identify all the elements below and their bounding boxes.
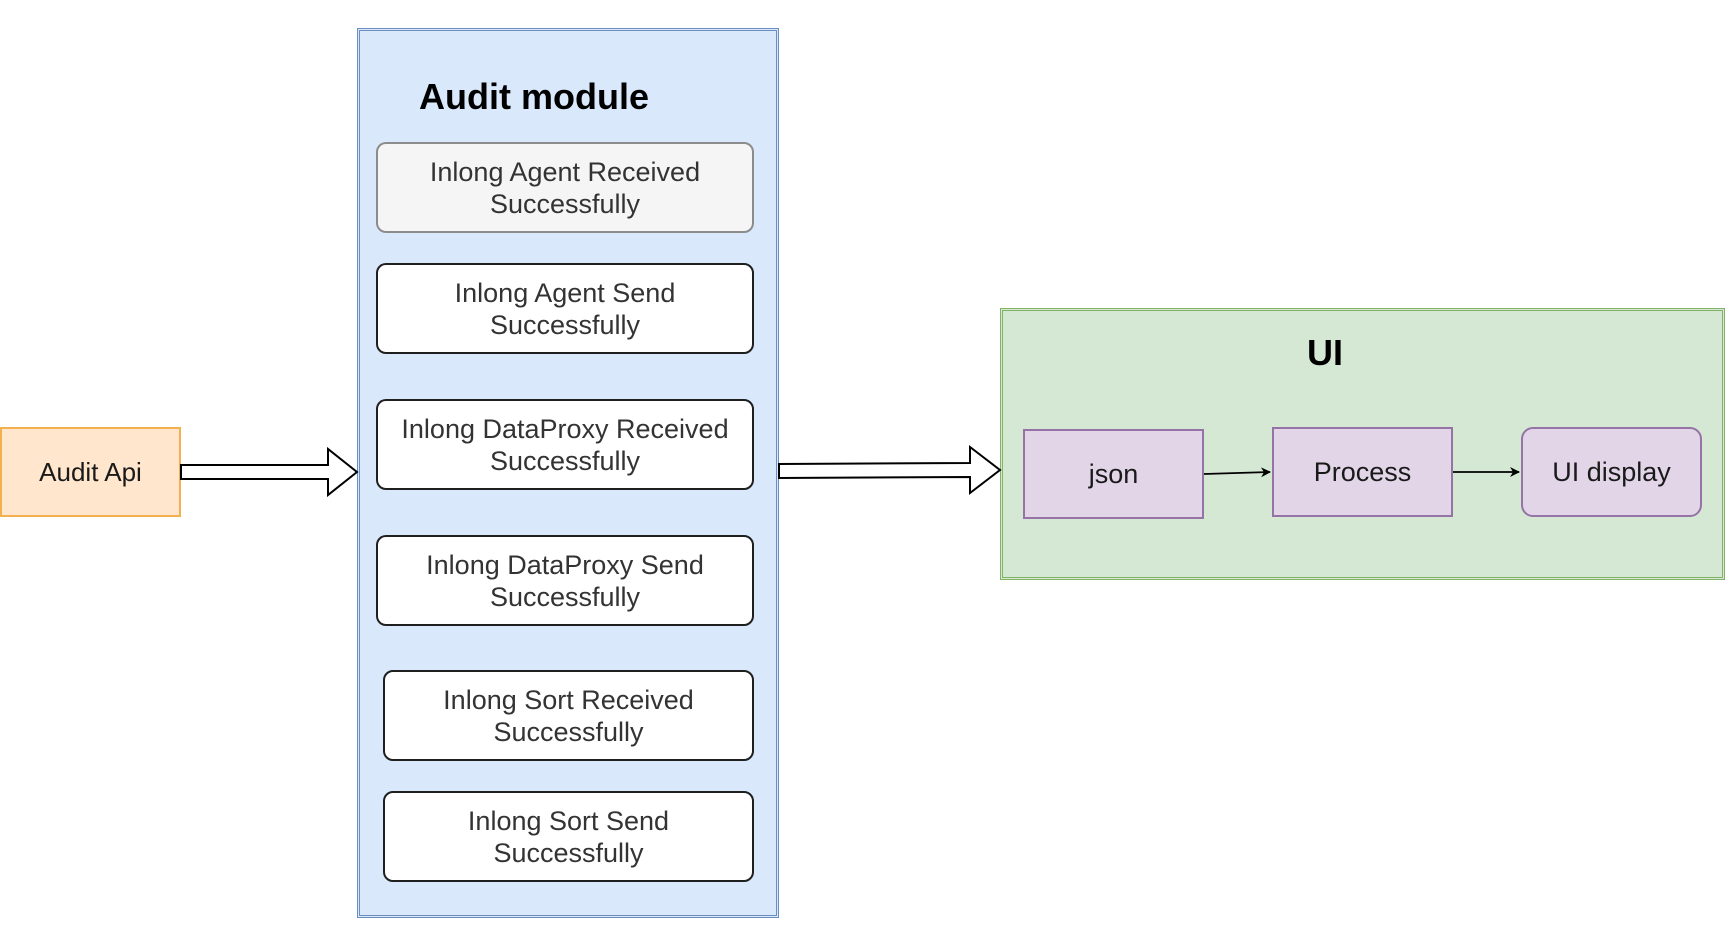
step-agent-send: Inlong Agent Send Successfully — [376, 263, 754, 354]
audit-api-box: Audit Api — [0, 427, 181, 517]
step-dataproxy-send: Inlong DataProxy Send Successfully — [376, 535, 754, 626]
step-sort-received: Inlong Sort Received Successfully — [383, 670, 754, 761]
step-dataproxy-received: Inlong DataProxy Received Successfully — [376, 399, 754, 490]
arrow-json-to-process — [1203, 467, 1271, 478]
ui-title: UI — [1307, 332, 1343, 373]
step-sort-send: Inlong Sort Send Successfully — [383, 791, 754, 882]
audit-module-title: Audit module — [419, 76, 649, 117]
step-agent-received: Inlong Agent Received Successfully — [376, 142, 754, 233]
ui-node-display: UI display — [1521, 427, 1702, 517]
hollow-arrow-api-to-module — [180, 446, 359, 498]
hollow-arrow-module-to-ui — [778, 444, 1002, 496]
ui-node-process: Process — [1272, 427, 1453, 517]
ui-node-json: json — [1023, 429, 1204, 519]
